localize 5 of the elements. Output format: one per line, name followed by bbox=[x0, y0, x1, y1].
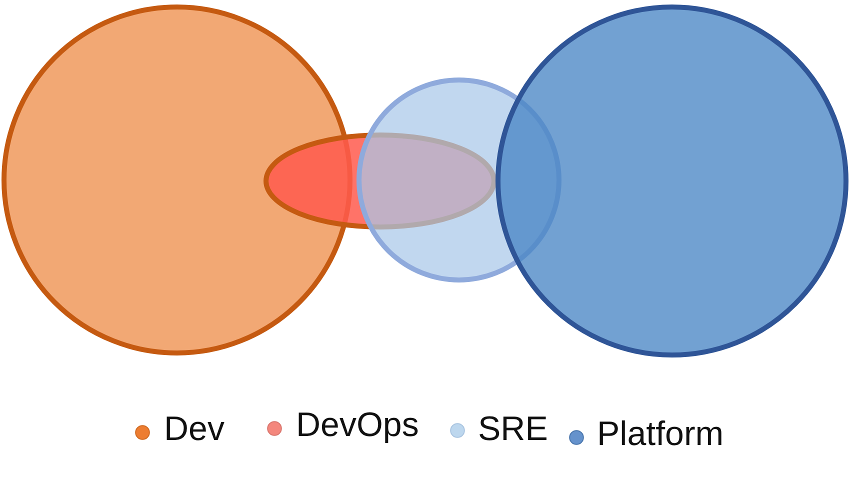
legend-label: SRE bbox=[478, 412, 548, 446]
legend-label: Dev bbox=[164, 412, 224, 446]
platform-circle bbox=[496, 4, 848, 358]
legend-label: DevOps bbox=[296, 408, 419, 442]
legend-label: Platform bbox=[597, 417, 724, 451]
